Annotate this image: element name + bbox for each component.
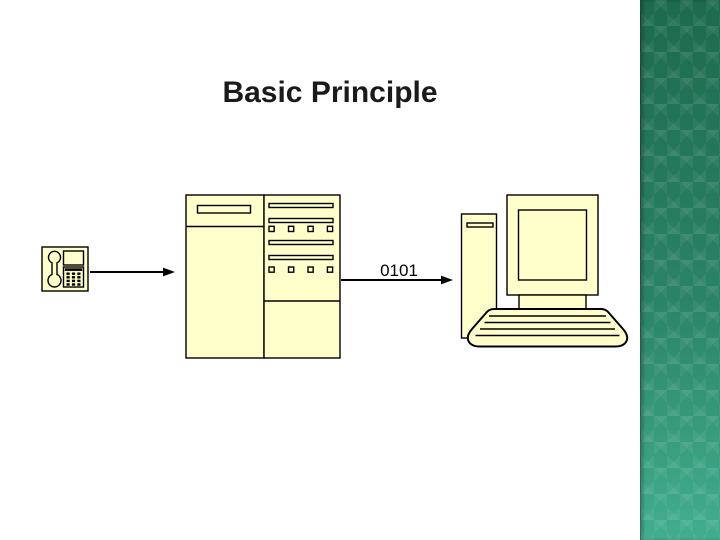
tower-slot xyxy=(466,222,494,228)
arrow-switch-to-computer: 0101 xyxy=(341,261,453,285)
arrow-phone-to-switch xyxy=(90,267,175,277)
keyboard xyxy=(466,308,629,348)
keypad-keys xyxy=(66,272,81,286)
switch-left-panel xyxy=(185,194,265,359)
keyboard-rows xyxy=(475,315,620,337)
monitor-screen xyxy=(517,209,588,281)
handset-shape xyxy=(47,250,62,288)
switch-slot xyxy=(196,204,252,214)
desktop-computer-icon xyxy=(460,194,629,348)
phone-display xyxy=(62,250,85,266)
slide-title: Basic Principle xyxy=(222,76,438,109)
switch-rack-bars xyxy=(268,202,334,261)
sidebar-decoration xyxy=(640,0,720,540)
monitor-stand xyxy=(518,294,587,310)
signal-label: 0101 xyxy=(380,261,418,280)
switch-ports xyxy=(268,225,334,273)
telephone-icon xyxy=(41,246,89,292)
switch-cabinet-icon xyxy=(185,194,341,359)
